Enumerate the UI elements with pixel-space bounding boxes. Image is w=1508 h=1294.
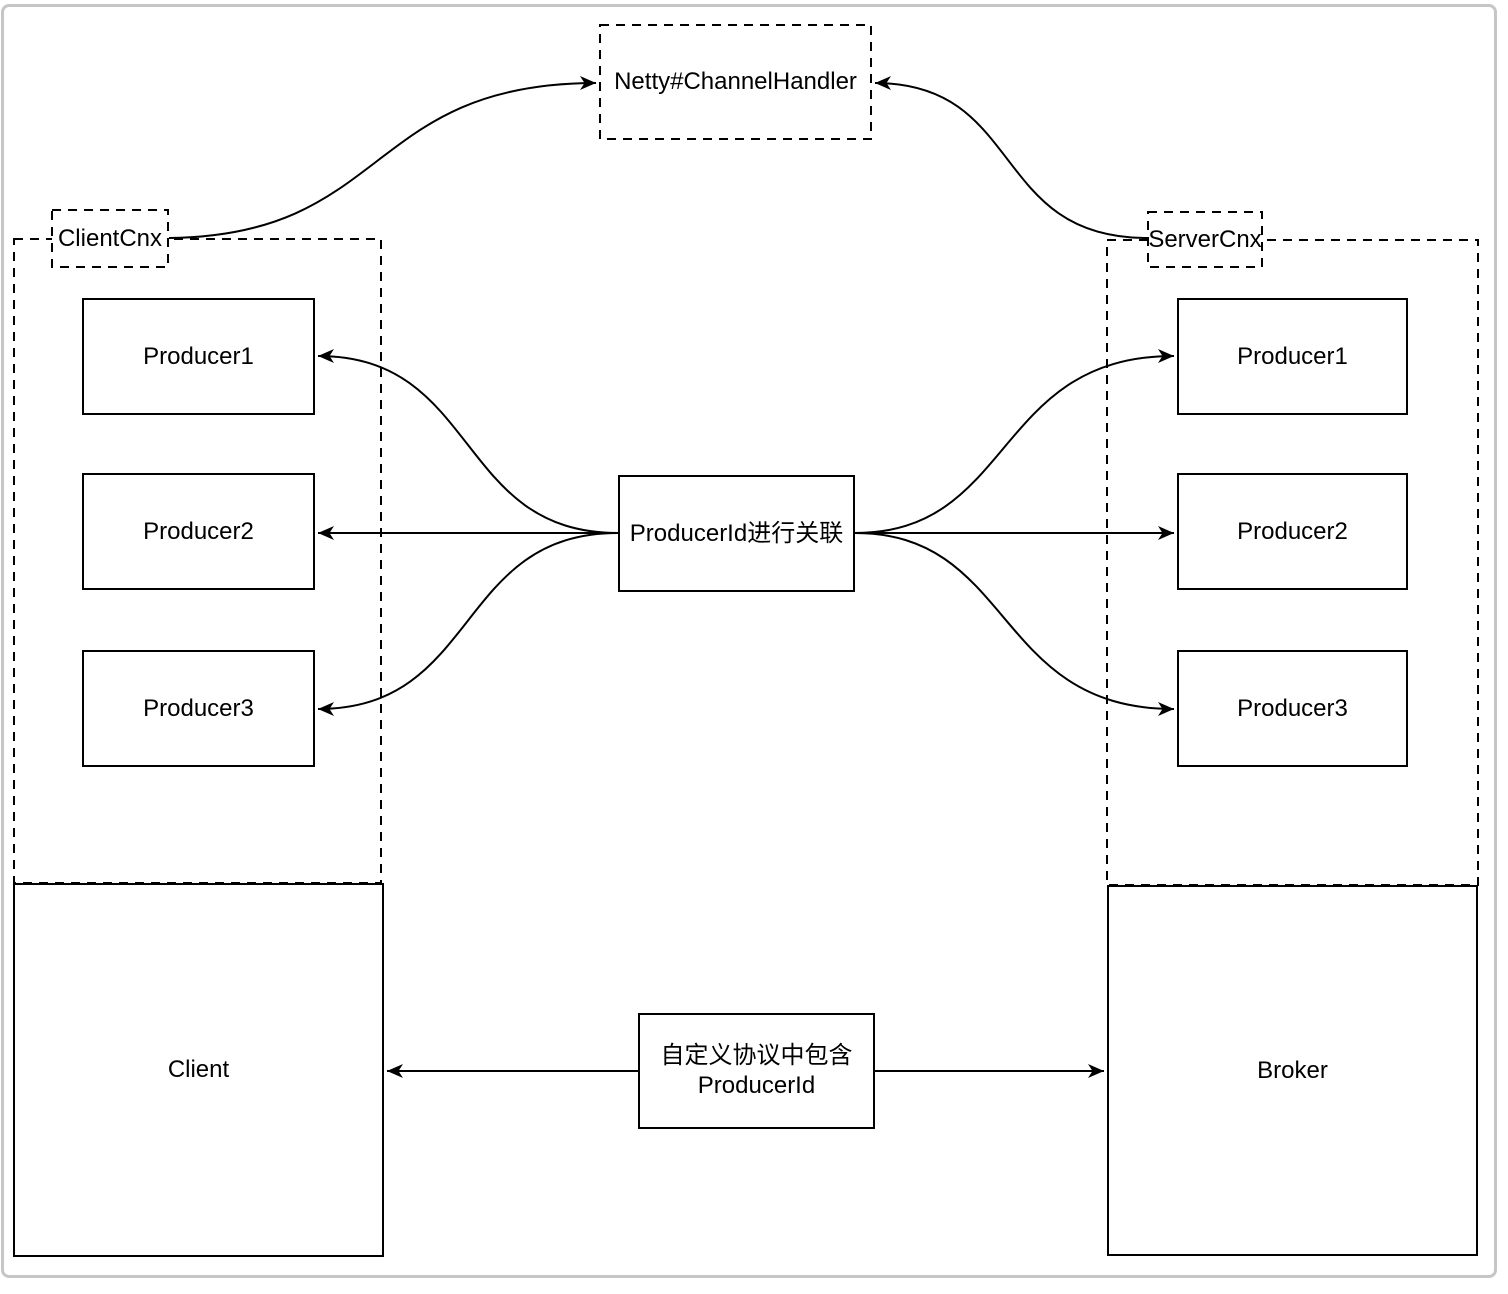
arrow-clientcnx-to-netty (168, 76, 597, 239)
label-clientcnx: ClientCnx (57, 224, 163, 252)
node-label: ProducerId进行关联 (629, 519, 844, 547)
label-servercnx: ServerCnx (1148, 225, 1262, 253)
node-client-producer3: Producer3 (82, 650, 315, 767)
node-label: Client (167, 1056, 230, 1083)
node-server-producer2: Producer2 (1177, 473, 1408, 590)
node-client-producer2: Producer2 (82, 473, 315, 590)
node-label: Producer3 (143, 694, 254, 722)
node-client-producer1: Producer1 (82, 298, 315, 415)
node-label: Broker (1257, 1056, 1328, 1084)
node-label: Producer1 (143, 342, 254, 370)
node-client: Client (13, 883, 384, 1257)
arrow-link-to-server-producer1 (854, 349, 1175, 534)
node-label: Producer2 (1237, 517, 1348, 545)
node-label: Producer2 (143, 517, 254, 545)
node-label: Producer1 (1237, 342, 1348, 370)
node-producer-id-link: ProducerId进行关联 (618, 475, 855, 592)
node-server-producer3: Producer3 (1177, 650, 1408, 767)
arrow-servercnx-to-netty (874, 76, 1148, 239)
node-label-line1: 自定义协议中包含 (660, 1042, 853, 1069)
arrow-link-to-client-producer1 (317, 349, 619, 534)
node-server-producer1: Producer1 (1177, 298, 1408, 415)
arrow-link-to-server-producer3 (854, 532, 1175, 716)
node-broker: Broker (1107, 885, 1478, 1256)
node-label-line2: ProducerId (697, 1072, 816, 1099)
label-netty-channelhandler: Netty#ChannelHandler (614, 68, 857, 95)
node-protocol-note: 自定义协议中包含 ProducerId (638, 1013, 875, 1129)
arrow-link-to-client-producer3 (317, 532, 619, 716)
node-label: Producer3 (1237, 694, 1348, 722)
